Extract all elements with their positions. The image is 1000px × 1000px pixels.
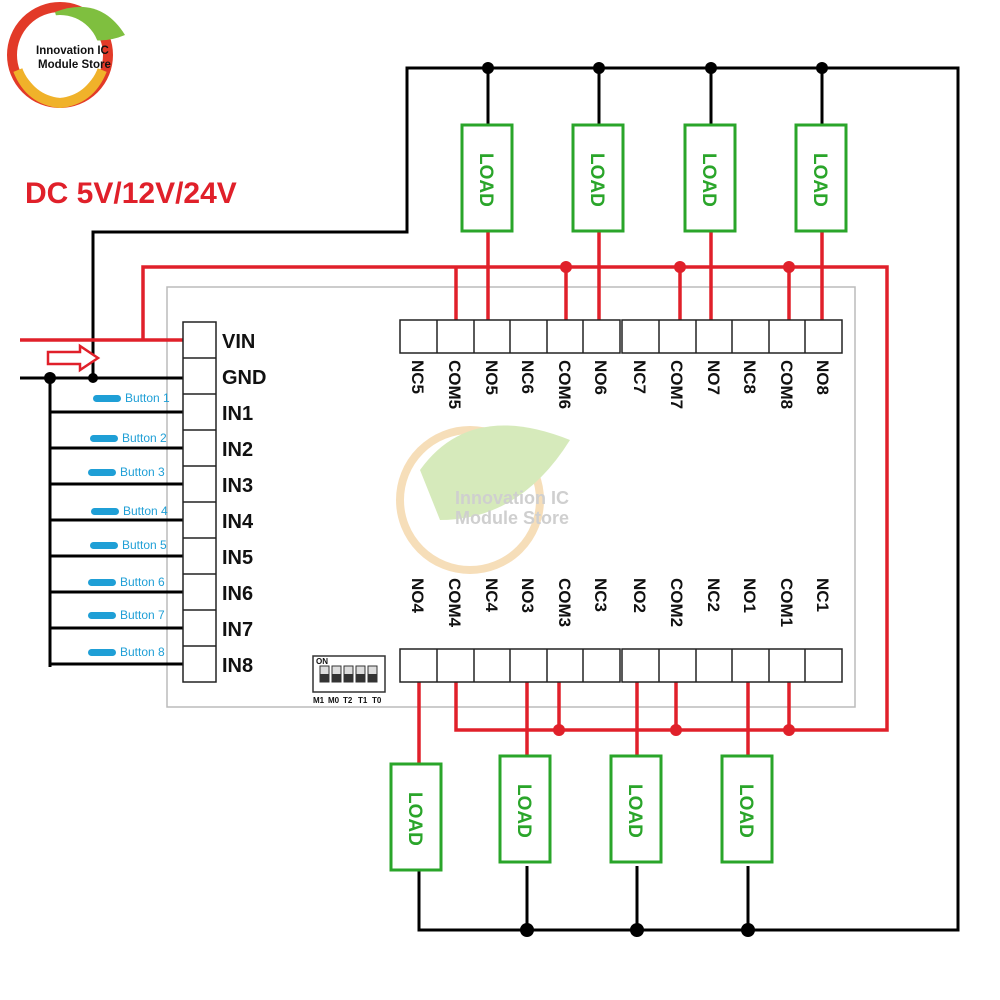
load-label: LOAD: [624, 784, 645, 838]
terminal-label-com4: COM4: [445, 578, 464, 628]
terminal-label-com8: COM8: [777, 360, 796, 409]
dip-switch: ON: [312, 655, 386, 693]
watermark: Innovation IC Module Store: [396, 425, 570, 574]
dip-label-t2: T2: [343, 696, 353, 705]
load-label: LOAD: [809, 153, 830, 207]
button-label: Button 7: [120, 608, 165, 622]
load-group: LOAD LOAD LOAD LOAD LOAD LOAD LOAD LOAD: [389, 123, 848, 872]
terminal-label-com3: COM3: [555, 578, 574, 627]
input-arrow-icon: [46, 343, 101, 373]
terminal-label-no5: NO5: [482, 360, 501, 395]
terminal-label-com6: COM6: [555, 360, 574, 409]
top-terminal-block: [399, 319, 843, 354]
terminal-label-nc4: NC4: [482, 578, 501, 613]
load-label: LOAD: [475, 153, 496, 207]
push-button-3: Button 3: [88, 465, 165, 479]
dip-label-t0: T0: [372, 696, 382, 705]
positive-junctions: [553, 261, 795, 736]
terminal-label-nc2: NC2: [704, 578, 723, 612]
watermark-line2: Module Store: [455, 508, 569, 528]
terminal-label-no7: NO7: [704, 360, 723, 395]
dip-label-m0: M0: [328, 696, 340, 705]
button-label: Button 5: [122, 538, 167, 552]
push-button-6: Button 6: [88, 575, 165, 589]
negative-wiring: [20, 66, 960, 932]
terminal-label-in1: IN1: [222, 403, 253, 425]
terminal-label-no6: NO6: [591, 360, 610, 395]
button-label: Button 2: [122, 431, 167, 445]
terminal-label-nc1: NC1: [813, 578, 832, 612]
button-group: Button 1 Button 2 Button 3 Button 4 Button 5…: [88, 391, 170, 659]
load-5: LOAD: [389, 762, 443, 872]
terminal-label-no8: NO8: [813, 360, 832, 395]
terminal-label-no1: NO1: [740, 578, 759, 613]
top-terminal-labels: NC5 COM5 NO5 NC6 COM6 NO6 NC7 COM7 NO7 NC8 COM8 NO8: [408, 360, 832, 409]
negative-junctions: [44, 62, 828, 937]
terminal-label-in4: IN4: [222, 511, 254, 533]
load-8: LOAD: [720, 754, 774, 864]
push-button-1: Button 1: [93, 391, 170, 405]
brand-line2: Module Store: [38, 59, 111, 71]
terminal-label-com5: COM5: [445, 360, 464, 409]
load-4: LOAD: [794, 123, 848, 233]
terminal-label-in8: IN8: [222, 655, 253, 677]
load-6: LOAD: [498, 754, 552, 864]
button-label: Button 8: [120, 645, 165, 659]
terminal-label-in3: IN3: [222, 475, 253, 497]
load-label: LOAD: [735, 784, 756, 838]
load-label: LOAD: [513, 784, 534, 838]
terminal-label-com2: COM2: [667, 578, 686, 627]
terminal-label-gnd: GND: [222, 367, 266, 389]
load-1: LOAD: [460, 123, 514, 233]
load-2: LOAD: [571, 123, 625, 233]
terminal-label-nc6: NC6: [518, 360, 537, 394]
push-button-5: Button 5: [90, 538, 167, 552]
terminal-label-com7: COM7: [667, 360, 686, 409]
terminal-label-in2: IN2: [222, 439, 253, 461]
button-label: Button 6: [120, 575, 165, 589]
load-7: LOAD: [609, 754, 663, 864]
watermark-line1: Innovation IC: [455, 488, 569, 508]
positive-wiring: [20, 230, 889, 764]
bottom-terminal-labels: NO4 COM4 NC4 NO3 COM3 NC3 NO2 COM2 NC2 NO1 COM1 NC1: [408, 578, 832, 628]
supply-voltage-label: DC 5V/12V/24V: [25, 177, 237, 210]
terminal-label-nc3: NC3: [591, 578, 610, 612]
terminal-label-nc8: NC8: [740, 360, 759, 394]
dip-label-m1: M1: [313, 696, 325, 705]
button-label: Button 3: [120, 465, 165, 479]
terminal-label-in7: IN7: [222, 619, 253, 641]
push-button-8: Button 8: [88, 645, 165, 659]
dip-on-label: ON: [316, 657, 328, 666]
terminal-label-nc5: NC5: [408, 360, 427, 394]
terminal-label-vin: VIN: [222, 331, 255, 353]
button-label: Button 4: [123, 504, 168, 518]
terminal-label-nc7: NC7: [630, 360, 649, 394]
input-terminal-block: [182, 321, 217, 683]
push-button-2: Button 2: [90, 431, 167, 445]
brand-logo: Innovation IC Module Store: [7, 2, 125, 109]
load-label: LOAD: [698, 153, 719, 207]
load-label: LOAD: [586, 153, 607, 207]
terminal-label-in5: IN5: [222, 547, 253, 569]
load-3: LOAD: [683, 123, 737, 233]
terminal-label-com1: COM1: [777, 578, 796, 627]
terminal-label-in6: IN6: [222, 583, 253, 605]
bottom-terminal-block: [399, 648, 843, 683]
button-label: Button 1: [125, 391, 170, 405]
terminal-label-no3: NO3: [518, 578, 537, 613]
terminal-label-no4: NO4: [408, 578, 427, 614]
dip-label-t1: T1: [358, 696, 368, 705]
terminal-label-no2: NO2: [630, 578, 649, 613]
brand-line1: Innovation IC: [36, 45, 109, 57]
push-button-4: Button 4: [91, 504, 168, 518]
push-button-7: Button 7: [88, 608, 165, 622]
load-label: LOAD: [404, 792, 425, 846]
relay-board: [166, 286, 856, 708]
